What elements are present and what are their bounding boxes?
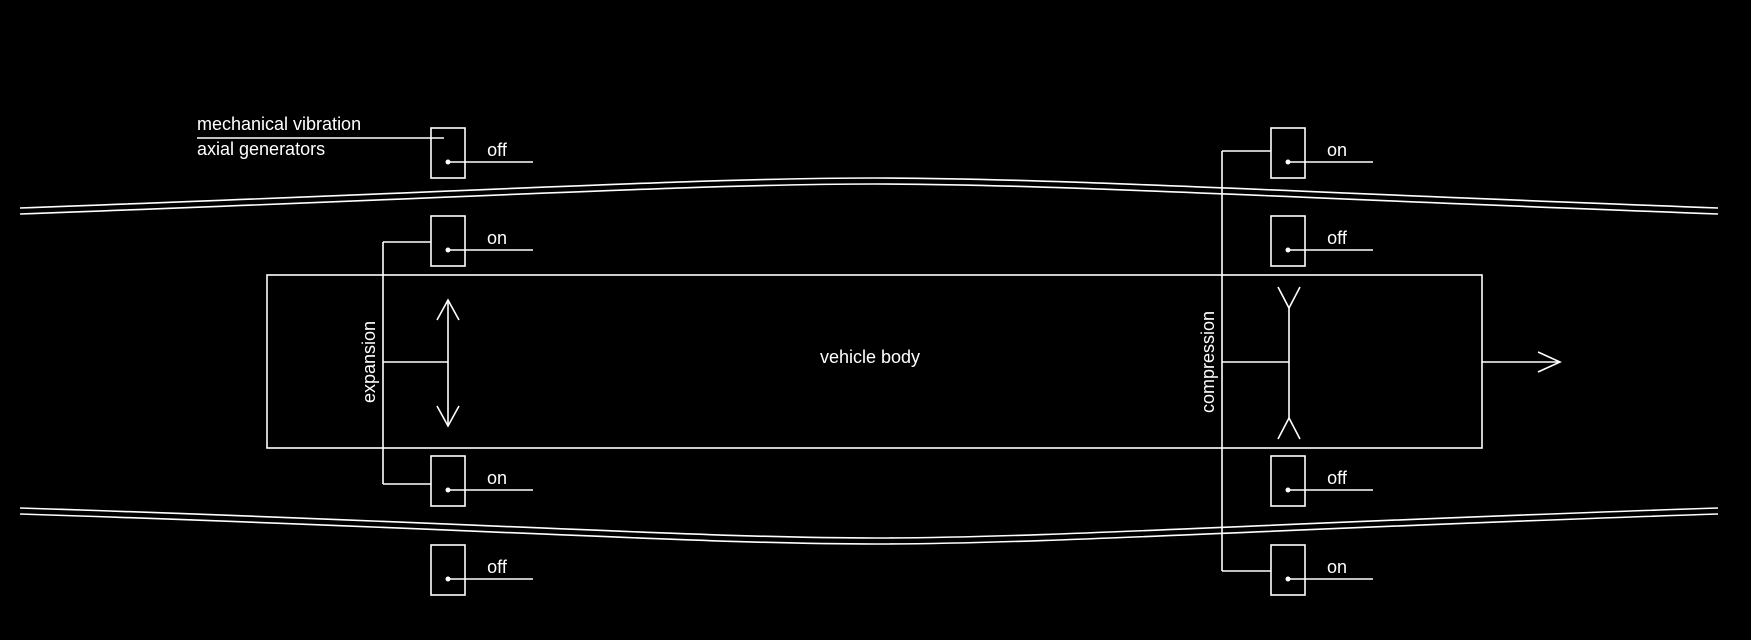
travel-direction-arrow: [1482, 351, 1562, 373]
generator-state-label: on: [1327, 140, 1347, 160]
generator-right-1: on: [1270, 127, 1373, 179]
generator-state-label: on: [1327, 557, 1347, 577]
generator-state-label: on: [487, 468, 507, 488]
generator-state-label: off: [487, 140, 508, 160]
generator-box: [430, 455, 466, 507]
generators-label-line2: axial generators: [197, 139, 325, 159]
expansion-double-arrow: [436, 298, 460, 428]
generator-box: [430, 215, 466, 267]
generator-left-1: off: [430, 127, 533, 179]
generator-left-4: off: [430, 544, 533, 596]
generator-left-2: on: [430, 215, 533, 267]
vehicle-body-label: vehicle body: [820, 347, 920, 367]
expansion-label: expansion: [359, 321, 379, 403]
generator-box: [1270, 455, 1306, 507]
compression-wiring: [1221, 150, 1289, 572]
generator-box: [430, 127, 466, 179]
generator-right-2: off: [1270, 215, 1373, 267]
generator-box: [1270, 127, 1306, 179]
generator-box: [1270, 544, 1306, 596]
lower-rail: [19, 507, 1719, 545]
compression-label: compression: [1198, 311, 1218, 413]
generator-left-3: on: [430, 455, 533, 507]
generator-state-label: off: [1327, 228, 1348, 248]
expansion-wiring: [382, 241, 448, 485]
upper-rail: [19, 177, 1719, 215]
generator-right-4: on: [1270, 544, 1373, 596]
generator-group: off on on off on off off on: [430, 127, 1373, 596]
generator-box: [430, 544, 466, 596]
generators-label-line1: mechanical vibration: [197, 114, 361, 134]
generator-state-label: off: [487, 557, 508, 577]
compression-converging-arrow: [1277, 286, 1301, 440]
generator-state-label: on: [487, 228, 507, 248]
generator-right-3: off: [1270, 455, 1373, 507]
generator-state-label: off: [1327, 468, 1348, 488]
generator-box: [1270, 215, 1306, 267]
